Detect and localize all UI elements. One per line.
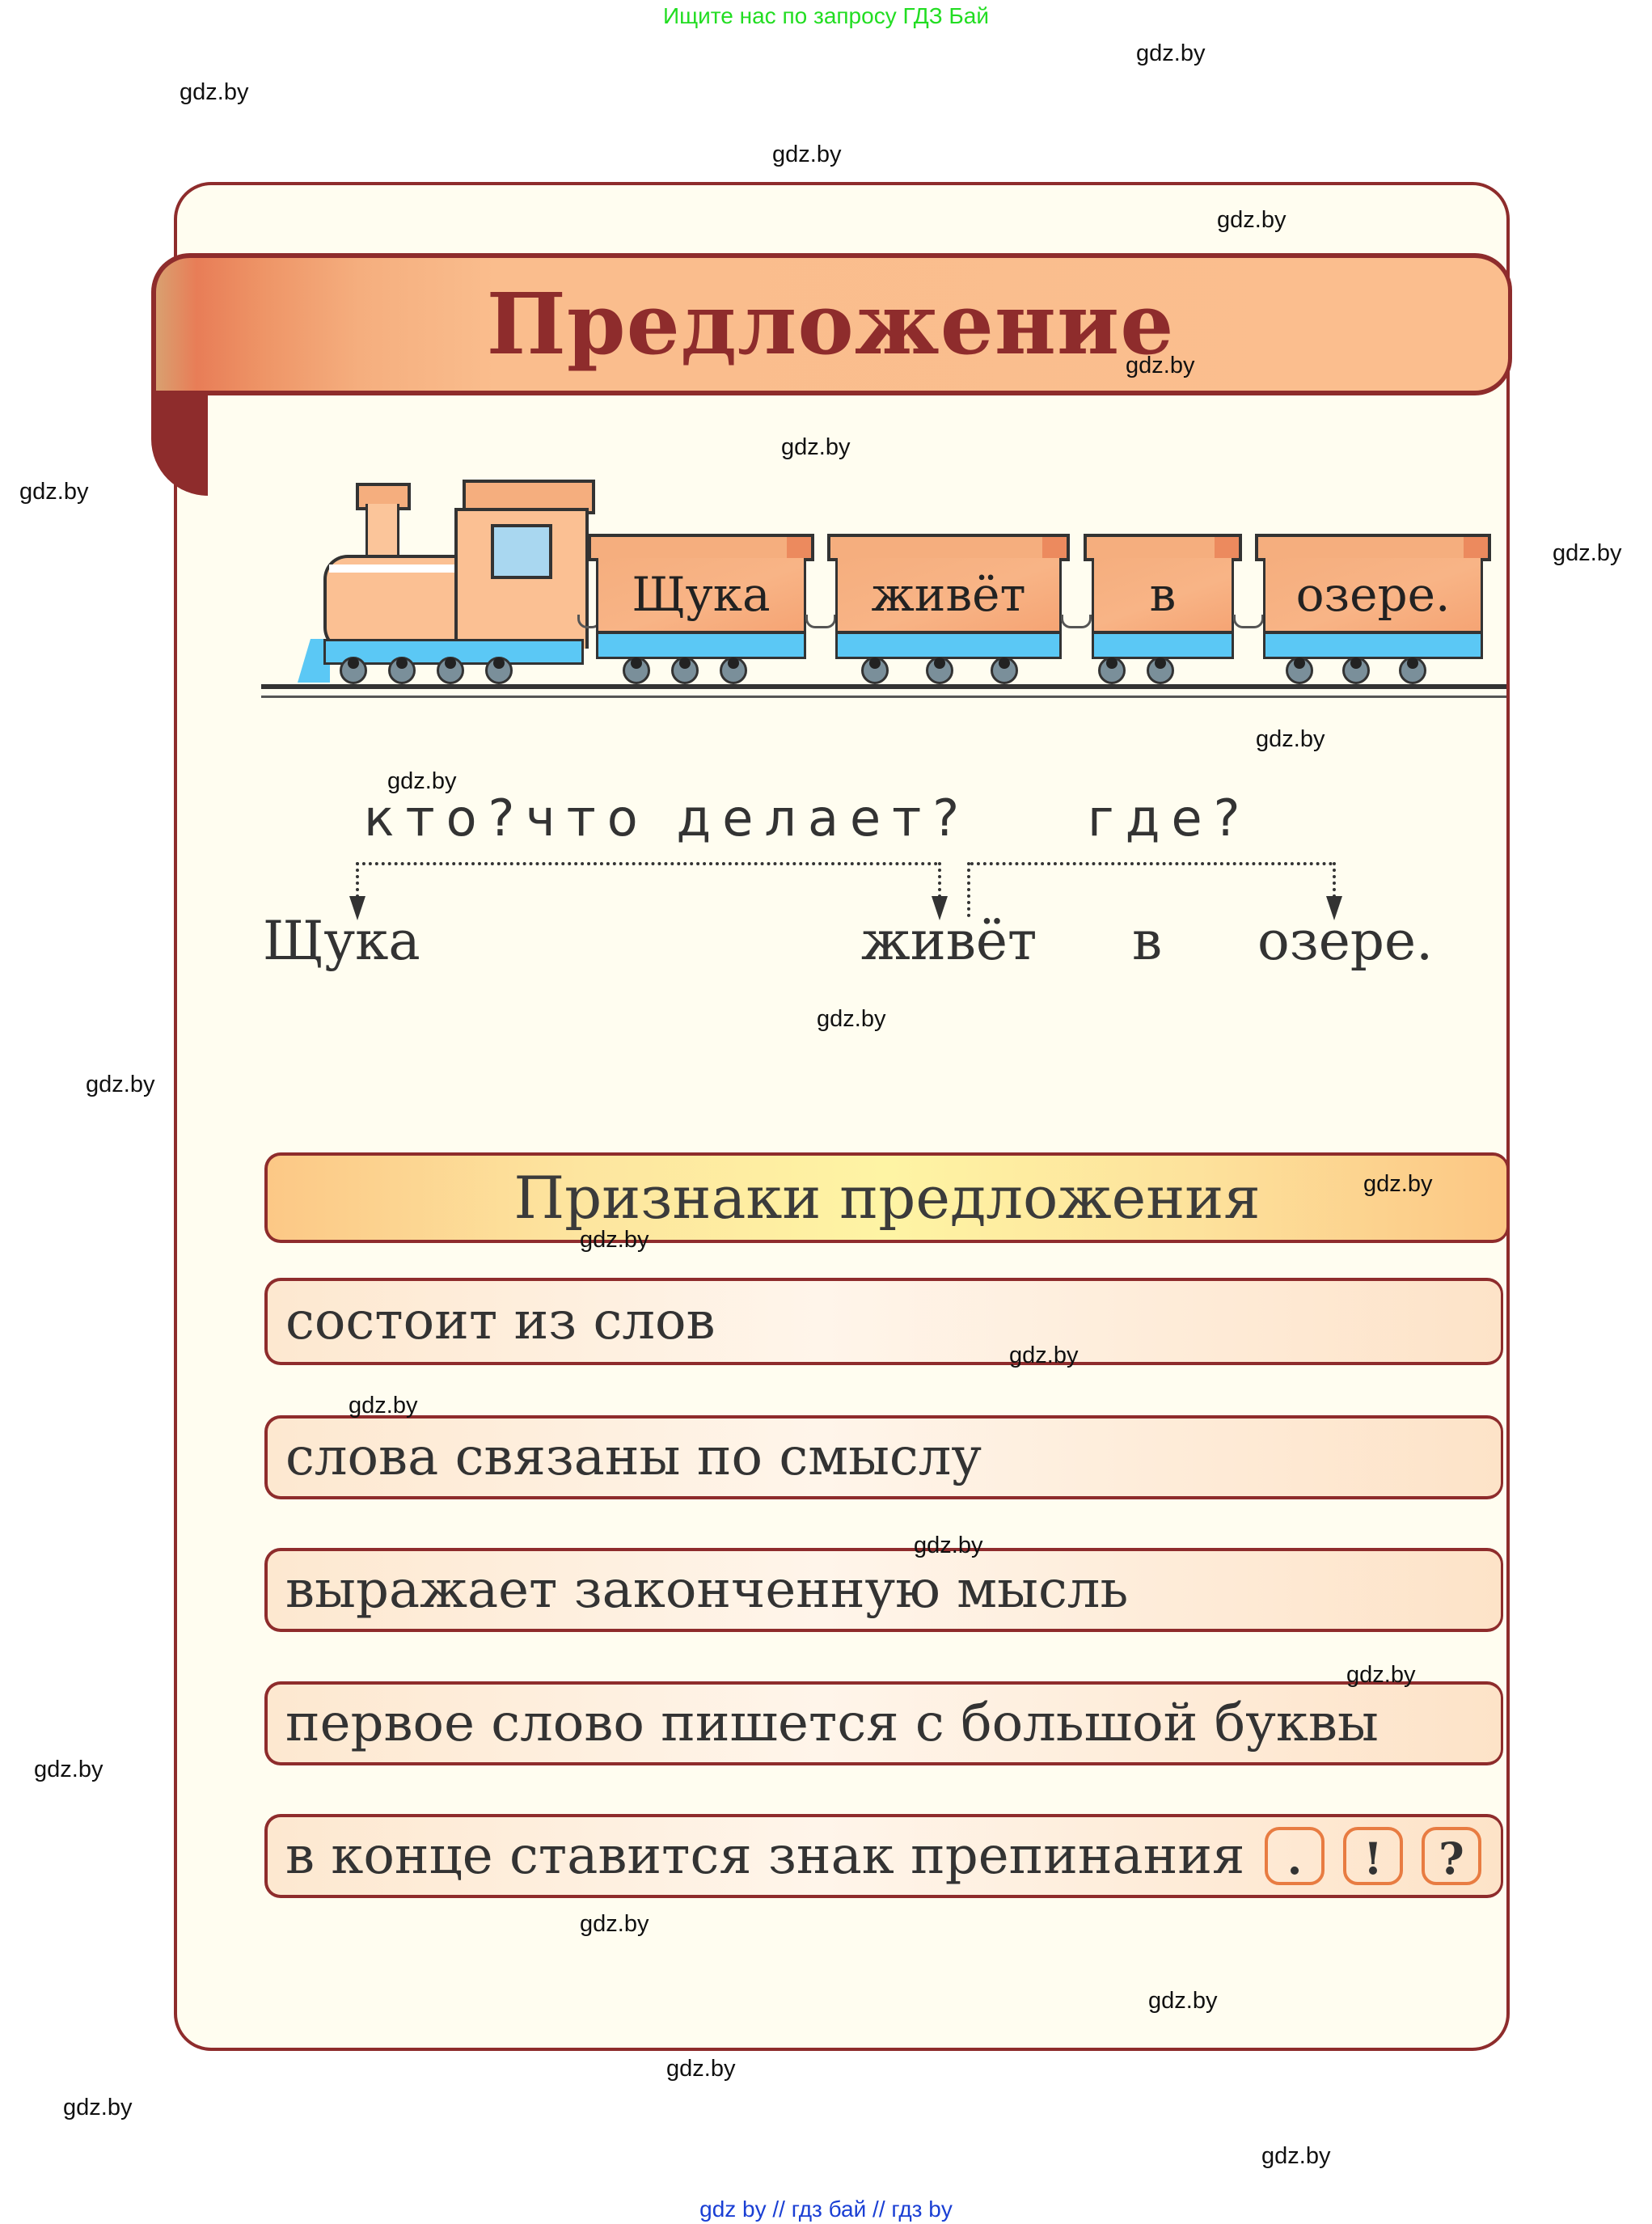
wheel-icon [437,657,464,684]
wheel-icon [340,657,367,684]
dotted-connector [1333,862,1336,911]
arrow-down-icon [349,896,365,920]
wagon-roof [588,534,814,561]
dotted-connector [356,862,359,911]
wagon-base [1092,631,1234,659]
wagon-2: живёт [827,534,1070,659]
dotted-connector [967,862,970,917]
watermark-text: gdz.by [1553,540,1622,566]
watermark-text: gdz.by [63,2095,133,2120]
dotted-connector [970,862,1333,865]
arrow-down-icon [1326,896,1342,920]
watermark-text: gdz.by [1256,726,1325,752]
wagon-base [835,631,1062,659]
question-mark-icon: ? [1422,1827,1481,1885]
feature-text: первое слово пишется с большой буквы [285,1693,1379,1753]
exclamation-mark-icon: ! [1343,1827,1403,1885]
wheel-icon [623,657,650,684]
feature-item: состоит из слов [264,1278,1503,1365]
title-ribbon [151,253,1512,395]
watermark-text: gdz.by [914,1533,983,1558]
watermark-text: gdz.by [86,1072,155,1097]
wagon-word: в [1092,558,1234,631]
wheel-icon [861,657,889,684]
wagon-word: живёт [835,558,1062,631]
page-title: Предложение [486,274,1175,374]
dotted-connector [356,862,938,865]
wagon-base [596,631,806,659]
search-hint-banner: Ищите нас по запросу ГДЗ Бай [662,3,990,28]
ribbon-tail [151,391,208,496]
coupler [1061,615,1092,628]
watermark-text: gdz.by [349,1393,418,1419]
arrow-down-icon [932,896,948,920]
watermark-text: gdz.by [580,1911,649,1937]
watermark-text: gdz.by [1136,40,1206,66]
dotted-connector [938,862,941,911]
wheel-icon [926,657,953,684]
features-header: Признаки предложения [264,1152,1509,1243]
locomotive-chimney [365,504,399,563]
word-predicate: живёт [861,910,1037,972]
watermark-text: gdz.by [1148,1988,1218,2014]
watermark-text: gdz.by [1009,1342,1079,1368]
wagon-word: озере. [1263,558,1483,631]
wheel-icon [991,657,1018,684]
watermark-text: gdz.by [781,434,851,460]
locomotive-window [491,524,552,579]
wagon-roof [827,534,1070,561]
period-mark-icon: . [1265,1827,1325,1885]
wagon-base [1263,631,1483,659]
question-does-what: что делает? [526,789,971,848]
wagon-roof [1084,534,1242,561]
watermark-text: gdz.by [817,1006,886,1032]
watermark-text: gdz.by [1217,207,1287,233]
rail-track [261,684,1506,689]
wheel-icon [1286,657,1313,684]
watermark-text: gdz.by [1126,353,1195,378]
coupler [805,615,836,628]
wheel-icon [1147,657,1174,684]
feature-text: в конце ставится знак препинания [285,1826,1245,1886]
watermark-text: gdz.by [387,768,457,794]
word-preposition: в [1132,910,1163,972]
watermark-text: gdz.by [772,142,842,167]
feature-text: слова связаны по смыслу [285,1427,982,1487]
watermark-text: gdz.by [34,1757,104,1782]
watermark-text: gdz.by [19,479,89,505]
wagon-3: в [1084,534,1242,659]
word-place: озере. [1257,910,1434,972]
word-subject: Щука [263,910,420,972]
wheel-icon [388,657,416,684]
wagon-1: Щука [588,534,814,659]
watermark-text: gdz.by [1363,1171,1433,1197]
feature-item: выражает законченную мысль [264,1548,1503,1632]
wheel-icon [720,657,747,684]
feature-item: первое слово пишется с большой буквы [264,1681,1503,1765]
rail-track-lower [261,696,1506,698]
question-where: где? [1088,789,1252,848]
watermark-text: gdz.by [580,1227,649,1253]
coupler [1233,615,1264,628]
watermark-text: gdz.by [1346,1662,1416,1688]
watermark-text: gdz.by [180,79,249,105]
wheel-icon [485,657,513,684]
feature-text: выражает законченную мысль [285,1560,1129,1620]
question-who: кто? [364,789,526,848]
footer-links[interactable]: gdz by // гдз бай // гдз by [699,2197,953,2222]
feature-text: состоит из слов [285,1292,716,1351]
wagon-4: озере. [1255,534,1491,659]
wagon-word: Щука [596,558,806,631]
watermark-text: gdz.by [666,2056,736,2082]
watermark-text: gdz.by [1261,2143,1331,2169]
wheel-icon [1342,657,1370,684]
wheel-icon [671,657,699,684]
wheel-icon [1098,657,1126,684]
rule-card [174,182,1510,2051]
feature-item: слова связаны по смыслу [264,1415,1503,1499]
wheel-icon [1399,657,1426,684]
locomotive-stripe [329,564,458,573]
wagon-roof [1255,534,1491,561]
